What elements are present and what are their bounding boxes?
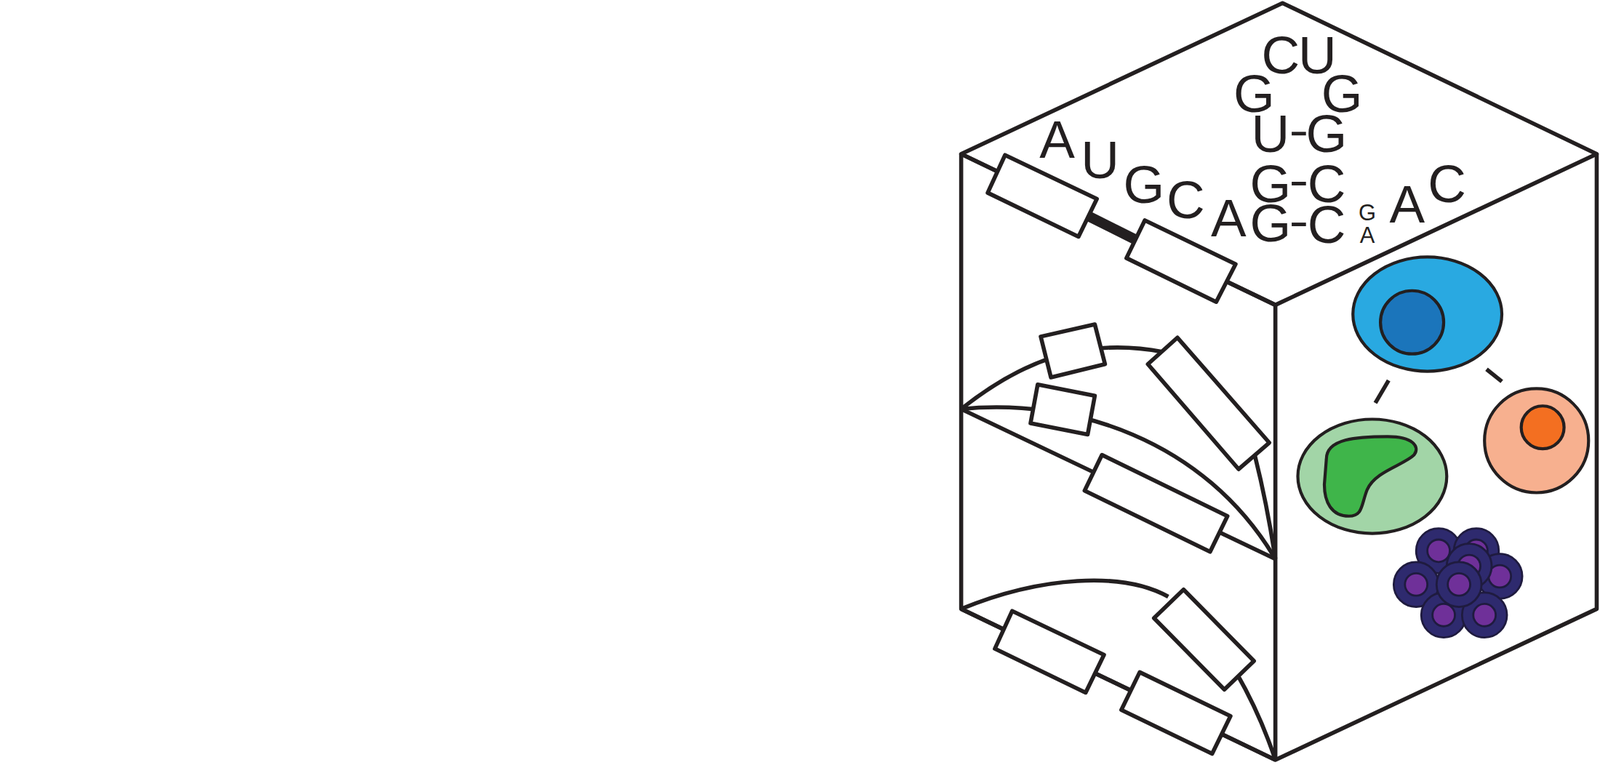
helix-track [961, 324, 1276, 560]
nucleotide-letter: G [1122, 157, 1165, 211]
nucleotide-letter: A [1039, 113, 1075, 167]
nucleotide-letter: G [1358, 202, 1376, 225]
nucleotide-letter: C [1166, 173, 1206, 227]
base-pair-dash [1291, 133, 1307, 225]
nucleotide-letter: A [1360, 224, 1376, 248]
cell-cluster [1393, 528, 1523, 638]
nucleotide-letter: U [1080, 133, 1120, 187]
cells [1298, 256, 1590, 534]
helix-track [961, 580, 1276, 760]
cube-outline [961, 2, 1598, 760]
nucleotide-letter: G [1306, 106, 1348, 160]
nucleotide-letter: C [1261, 28, 1300, 82]
nucleotide-letter: G [1249, 157, 1291, 211]
nucleotide-letter: C [1307, 197, 1347, 251]
nucleotide-letter: C [1427, 157, 1467, 211]
nucleotide-letter: A [1389, 177, 1425, 231]
nucleotide-letter: A [1210, 192, 1247, 246]
